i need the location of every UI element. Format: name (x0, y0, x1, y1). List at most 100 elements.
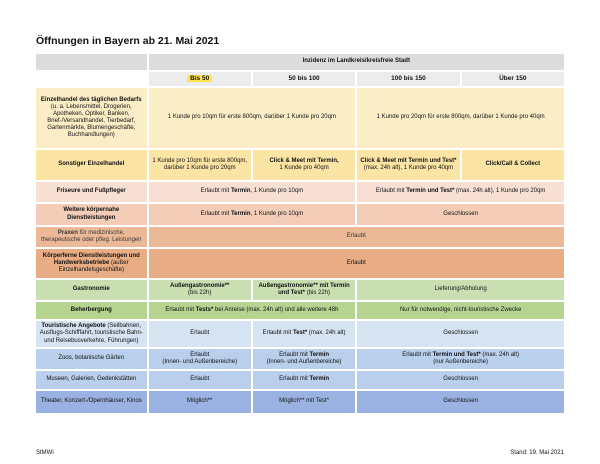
cell-bold: Termin (230, 188, 251, 195)
col-header-100-150: 100 bis 150 (357, 72, 460, 86)
cell-text: Erlaubt mit (165, 306, 195, 313)
row-label: Weitere körpernahe Dienstleistungen (36, 204, 147, 225)
cell-text: 1 Kunde pro 40qm (279, 165, 329, 171)
cell-text: (Innen- und Außenbereiche) (162, 359, 238, 365)
cell-text: , 1 Kunde pro 10qm (250, 210, 304, 217)
cell-high: Geschlossen (357, 391, 564, 413)
cell-bis-50: Erlaubt(Innen- und Außenbereiche) (148, 349, 251, 369)
cell-text: (max. 24h alt), 1 Kunde pro 20qm (456, 188, 546, 195)
cell-ueber-150: Click/Call & Collect (461, 150, 564, 180)
cell-bold: Termin (309, 376, 330, 383)
header-blank (36, 54, 147, 70)
row-label: Praxen für medizinische, therapeutische … (36, 227, 147, 247)
cell-text: Erlaubt mit (262, 330, 292, 337)
cell-50-100: Erlaubt mit Termin(Innen- und Außenberei… (252, 349, 356, 369)
row-theater: Theater, Konzert-/Opernhäuser, Kinos Mög… (36, 391, 564, 413)
header-group: Inzidenz im Landkreis/kreisfreie Stadt (148, 54, 564, 70)
row-koerperferne: Körperferne Dienstleistungen und Handwer… (36, 249, 564, 278)
cell-high: Geschlossen (357, 204, 564, 225)
row-label: Körperferne Dienstleistungen und Handwer… (36, 249, 147, 278)
cell-bold: Click/Call & Collect (485, 161, 541, 168)
cell-all: Erlaubt (148, 249, 564, 278)
header-group-row: Inzidenz im Landkreis/kreisfreie Stadt (36, 54, 564, 70)
row-label-sub: (außer Einzelhandelsgeschäfte) (58, 259, 129, 274)
cell-text: Erlaubt mit (375, 188, 405, 195)
row-label-main: Einzelhandel des täglichen Bedarfs (40, 96, 142, 103)
page-title: Öffnungen in Bayern ab 21. Mai 2021 (36, 35, 220, 47)
footer-source: StMWi (36, 450, 54, 456)
row-touristische-angebote: Touristische Angebote (Seilbahnen, Ausfl… (36, 321, 564, 347)
row-museen: Museen, Galerien, Gedenkstätten Erlaubt … (36, 371, 564, 389)
cell-text: Erlaubt mit (200, 188, 230, 195)
cell-text: Erlaubt mit (279, 351, 308, 358)
cell-text: (bis 22h) (306, 290, 331, 296)
row-label-main: Körperferne Dienstleistungen und Handwer… (42, 252, 140, 266)
cell-all: Erlaubt (148, 227, 564, 247)
row-beherbergung: Beherbergung Erlaubt mit Tests* bei Anre… (36, 302, 564, 319)
row-label-main: Praxen (57, 229, 78, 236)
cell-bold: Termin und Test* (406, 188, 455, 195)
cell-bold: Click & Meet mit Termin, (269, 157, 339, 164)
cell-bis-50: Erlaubt (148, 371, 251, 389)
cell-50-100: Erlaubt mit Test* (max. 24h alt) (252, 321, 356, 347)
cell-high: Nur für notwendige, nicht-touristische Z… (357, 302, 564, 319)
cell-high: Lieferung/Abholung (357, 280, 564, 300)
row-zoos: Zoos, botanische Gärten Erlaubt(Innen- u… (36, 349, 564, 369)
cell-bold: Termin (230, 210, 251, 217)
row-einzelhandel-taeglich: Einzelhandel des täglichen Bedarfs(u. a.… (36, 88, 564, 148)
cell-bold: Außengastronomie** mit Termin und Test* (258, 282, 350, 296)
cell-low: 1 Kunde pro 10qm für erste 800qm, darübe… (148, 88, 356, 148)
cell-text: Erlaubt (190, 351, 210, 358)
cell-50-100: Außengastronomie** mit Termin und Test* … (252, 280, 356, 300)
cell-text: (max. 24h alt) (308, 330, 346, 337)
cell-50-100: Möglich** mit Test* (252, 391, 356, 413)
col-header-bis-50-highlight: Bis 50 (187, 75, 213, 83)
cell-high: 1 Kunde pro 20qm für erste 800qm, darübe… (357, 88, 564, 148)
cell-text: Erlaubt mit (279, 376, 308, 383)
cell-high: Geschlossen (357, 371, 564, 389)
cell-bold: Click & Meet mit Termin und Test* (360, 157, 457, 164)
col-header-ueber-150: Über 150 (461, 72, 564, 86)
row-gastronomie: Gastronomie Außengastronomie**(bis 22h) … (36, 280, 564, 300)
row-label-sub: (u. a. Lebensmittel, Drogerien, Apotheke… (47, 103, 136, 139)
row-label-main: Touristische Angebote (41, 323, 106, 330)
row-label-sub: für medizinische, therapeutische oder pf… (41, 229, 142, 243)
row-label: Einzelhandel des täglichen Bedarfs(u. a.… (36, 88, 147, 148)
cell-text: (nur Außenbereiche) (433, 359, 488, 365)
cell-text: (bis 22h) (188, 290, 212, 296)
cell-text: (max. 24h alt) (482, 351, 520, 358)
cell-bold: Außengastronomie** (170, 282, 230, 289)
cell-high: Erlaubt mit Termin und Test* (max. 24h a… (357, 182, 564, 202)
row-label: Touristische Angebote (Seilbahnen, Ausfl… (36, 321, 147, 347)
row-label: Gastronomie (36, 280, 147, 300)
cell-text: Erlaubt mit (402, 351, 431, 358)
cell-low: Erlaubt mit Termin, 1 Kunde pro 10qm (148, 182, 356, 202)
cell-text: (Innen- und Außenbereiche) (266, 359, 342, 365)
cell-high: Geschlossen (357, 321, 564, 347)
row-koerpernahe: Weitere körpernahe Dienstleistungen Erla… (36, 204, 564, 225)
row-friseure: Friseure und Fußpfleger Erlaubt mit Term… (36, 182, 564, 202)
row-sonstiger-einzelhandel: Sonstiger Einzelhandel 1 Kunde pro 10qm … (36, 150, 564, 180)
footer-date: Stand: 19. Mai 2021 (510, 450, 564, 456)
col-header-50-100: 50 bis 100 (252, 72, 356, 86)
cell-text: , 1 Kunde pro 10qm (250, 188, 304, 195)
cell-100-150: Click & Meet mit Termin und Test* (max. … (357, 150, 460, 180)
cell-low: Erlaubt mit Tests* bei Anreise (max. 24h… (148, 302, 356, 319)
cell-50-100: Click & Meet mit Termin,1 Kunde pro 40qm (252, 150, 356, 180)
cell-bold: Termin (309, 351, 330, 358)
row-label: Museen, Galerien, Gedenkstätten (36, 371, 147, 389)
cell-bis-50: Erlaubt (148, 321, 251, 347)
col-header-bis-50: Bis 50 (148, 72, 251, 86)
row-label: Friseure und Fußpfleger (36, 182, 147, 202)
cell-bis-50: Außengastronomie**(bis 22h) (148, 280, 251, 300)
cell-bold: Tests* (195, 306, 214, 313)
row-label: Zoos, botanische Gärten (36, 349, 147, 369)
row-label: Theater, Konzert-/Opernhäuser, Kinos (36, 391, 147, 413)
cell-text: Erlaubt mit (200, 210, 230, 217)
cell-low: Erlaubt mit Termin, 1 Kunde pro 10qm (148, 204, 356, 225)
opening-rules-table: Inzidenz im Landkreis/kreisfreie Stadt B… (34, 52, 566, 415)
cell-bold: Termin und Test* (432, 351, 481, 358)
row-label-sub: (Seilbahnen, Ausflugs-Schifffahrt, touri… (39, 323, 143, 344)
row-praxen: Praxen für medizinische, therapeutische … (36, 227, 564, 247)
cell-high: Erlaubt mit Termin und Test* (max. 24h a… (357, 349, 564, 369)
